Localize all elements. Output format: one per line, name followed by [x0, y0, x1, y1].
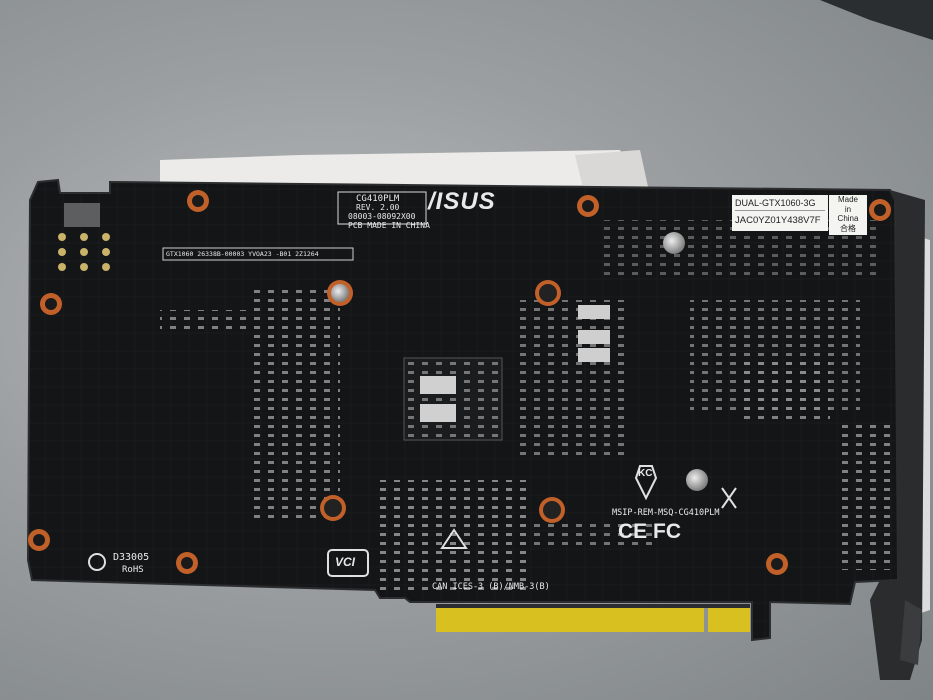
- date-code: D33005: [113, 552, 150, 563]
- revision: REV. 2.00: [356, 203, 400, 212]
- gpu-label: GTX1060 26338B-00003 YVOA23 -B01 2Z1264: [166, 250, 319, 258]
- origin-line-2: in: [844, 204, 852, 214]
- compliance-text: CAN ICES-3 (B)/NMB-3(B): [432, 582, 550, 592]
- part-number: 08003-08092X00: [348, 212, 416, 221]
- origin-line-4: 合格: [840, 223, 856, 233]
- certification-code: MSIP-REM-MSQ-CG410PLM: [612, 508, 720, 518]
- kc-mark: KC: [638, 468, 653, 479]
- origin-line-1: Made: [837, 195, 858, 204]
- origin-line-3: China: [837, 214, 859, 223]
- model-code: CG410PLM: [356, 194, 400, 204]
- origin-sticker: Made in China 合格: [829, 195, 867, 235]
- pcb-origin: PCB MADE IN CHINA: [348, 221, 430, 230]
- rohs-mark: RoHS: [122, 565, 144, 575]
- sticker-model: DUAL-GTX1060-3G: [735, 198, 816, 208]
- ce-fcc-marks: CE FC: [618, 520, 681, 543]
- model-serial-sticker: DUAL-GTX1060-3G JAC0YZ01Y438V7F: [732, 195, 828, 231]
- sticker-serial: JAC0YZ01Y438V7F: [735, 215, 821, 226]
- rcm-mark: VCI: [335, 555, 356, 569]
- brand-logo: /ISUS: [428, 188, 496, 215]
